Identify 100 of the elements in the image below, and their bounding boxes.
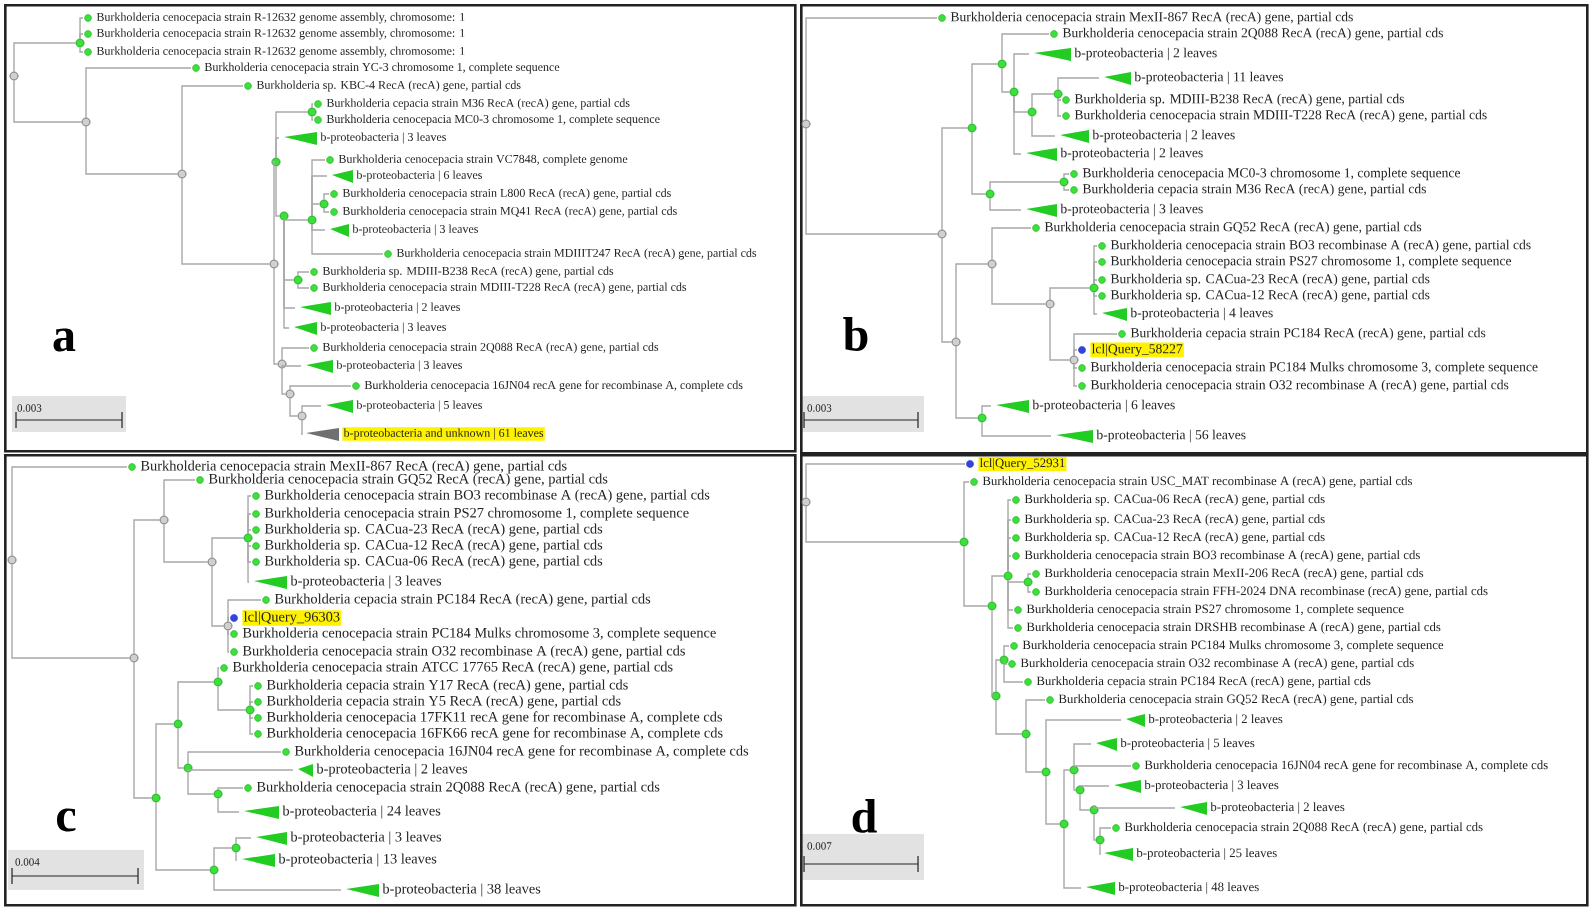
- branch-node: [951, 337, 961, 347]
- tree-branch: [249, 701, 254, 707]
- tree-branch: [955, 263, 989, 339]
- branch-node: [1059, 819, 1069, 829]
- tree-branch: [1063, 173, 1070, 179]
- tree-branch: [1025, 737, 1043, 773]
- tree-branch: [971, 131, 987, 195]
- branch-node: [1045, 299, 1055, 309]
- tree-branch: [323, 207, 330, 213]
- tree-branch: [211, 565, 225, 627]
- tree-branch: [163, 479, 196, 517]
- tree-branch: [1001, 33, 1050, 61]
- tree-branch: [1057, 77, 1100, 91]
- tree-branch: [1001, 67, 1011, 93]
- tree-branch: [805, 17, 938, 121]
- branch-node: [307, 107, 317, 117]
- branch-node: [1075, 785, 1085, 795]
- tree-branch: [963, 545, 989, 607]
- tree-branch: [270, 161, 275, 261]
- tree-branch: [211, 537, 245, 559]
- branch-node: [207, 557, 217, 567]
- branch-node: [1089, 283, 1099, 293]
- tree-branch: [1013, 53, 1030, 89]
- tree-branch: [85, 125, 179, 175]
- branch-node: [801, 497, 811, 507]
- branch-node: [1053, 89, 1063, 99]
- tree-branch: [249, 713, 254, 735]
- tree-branch: [1013, 95, 1022, 155]
- tree-branch: [133, 519, 161, 655]
- tree-branch: [249, 713, 254, 719]
- tree-branch: [273, 267, 279, 365]
- tree-branch: [1031, 93, 1055, 109]
- branch-node: [1023, 577, 1033, 587]
- tree-branch: [311, 103, 314, 109]
- tree-branch: [1073, 743, 1092, 767]
- tree-branch: [181, 85, 244, 171]
- tree-branch: [1003, 663, 1008, 666]
- branch-node: [999, 655, 1009, 665]
- tree-branch: [11, 563, 131, 659]
- tree-branch: [981, 405, 992, 415]
- tree-branch: [79, 33, 84, 40]
- tree-branch: [1027, 585, 1032, 593]
- tree-branch: [181, 177, 271, 265]
- branch-node: [7, 555, 17, 565]
- tree-branch: [1093, 291, 1098, 297]
- tree-branch: [971, 63, 999, 125]
- tree-branch: [187, 751, 282, 765]
- panel-letter: d: [852, 799, 877, 833]
- branch-node: [151, 793, 161, 803]
- branch-node: [159, 515, 169, 525]
- tree-branch: [963, 481, 970, 539]
- tree-branch: [289, 385, 352, 391]
- tree-branch: [1063, 185, 1070, 191]
- tree-branch: [1027, 573, 1032, 579]
- tree-branch: [213, 847, 233, 867]
- tree-branch: [187, 771, 215, 795]
- branch-node: [183, 763, 193, 773]
- tree-branch: [805, 463, 966, 499]
- branch-node: [307, 215, 317, 225]
- tree-branch: [1093, 804, 1176, 809]
- tree-branch: [217, 685, 247, 711]
- branch-node: [991, 691, 1001, 701]
- branch-node: [997, 59, 1007, 69]
- tree-branch: [955, 345, 979, 419]
- tree-branch: [1079, 784, 1110, 787]
- tree-branch: [1045, 775, 1061, 825]
- tree-branch: [311, 115, 314, 121]
- tree-branch: [1025, 699, 1046, 731]
- branch-node: [271, 157, 281, 167]
- tree-branch: [300, 419, 303, 435]
- tree-branch: [990, 609, 993, 697]
- tree-branch: [1063, 769, 1071, 821]
- tree-branch: [805, 127, 939, 235]
- tree-branch: [1057, 97, 1062, 101]
- panel-letter: c: [57, 808, 76, 832]
- tree-branch: [227, 617, 230, 623]
- branch-node: [81, 117, 91, 127]
- branch-node: [223, 621, 233, 631]
- tree-branch: [981, 421, 1052, 437]
- tree-branch: [1007, 555, 1012, 573]
- tree-branch: [85, 67, 192, 119]
- tree-branch: [133, 661, 153, 799]
- branch-node: [801, 119, 811, 129]
- branch-node: [1089, 805, 1099, 815]
- branch-node: [245, 705, 255, 715]
- branch-node: [1021, 729, 1031, 739]
- tree-branch: [275, 137, 280, 159]
- tree-branch: [247, 541, 250, 583]
- branch-node: [987, 601, 997, 611]
- tree-branch: [247, 513, 252, 535]
- tree-branch: [163, 523, 209, 563]
- tree-branch: [155, 723, 175, 795]
- branch-node: [277, 359, 287, 369]
- branch-node: [937, 229, 947, 239]
- tree-branch: [13, 79, 83, 123]
- tree-branch: [1049, 307, 1071, 361]
- tree-branch: [275, 165, 281, 217]
- branch-node: [1069, 355, 1079, 365]
- tree-branch: [289, 397, 299, 417]
- tree-branch: [1007, 579, 1025, 583]
